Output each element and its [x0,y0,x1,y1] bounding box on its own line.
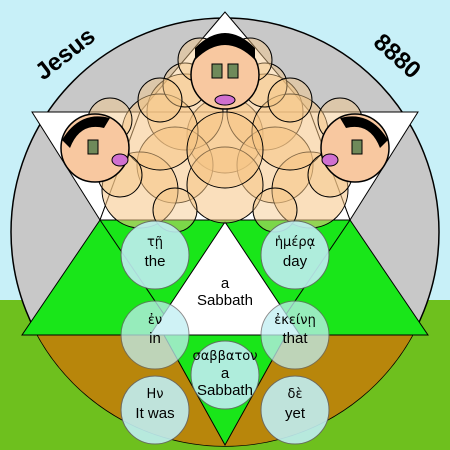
face-right-hair [340,116,388,148]
center-white-triangle [149,221,301,336]
english-day: day [283,253,308,270]
word-circle-that [260,300,330,370]
word-circle-yet [260,375,330,445]
english-a-top: a [221,275,230,292]
word-circle-day [260,220,330,290]
face-left [60,113,130,183]
greek-en-was: Ην [146,387,163,402]
face-left-mouth [111,153,129,167]
english-sabbath-top: Sabbath [197,292,253,309]
petal-group [87,37,363,233]
english-in: in [149,330,161,347]
english-that: that [282,330,308,347]
word-circle-the [120,220,190,290]
english-a-center: a [221,365,230,382]
face-top [190,33,260,110]
word-circle-sabbath-center [190,340,260,410]
word-circle-it-was [120,375,190,445]
english-sabbath-center: Sabbath [197,382,253,399]
face-right [320,113,390,183]
greek-ekeine: ἐκείνῃ [274,313,316,328]
greek-hemera: ἡμέρᾳ [275,235,315,250]
english-the: the [145,253,166,270]
face-top-eye-left [211,63,223,79]
face-left-hair [62,116,110,148]
greek-te: τῇ [147,235,163,250]
petal-rim-circle [267,77,313,123]
word-circles [120,220,330,445]
face-top-hair [195,33,255,60]
petal-circle [186,111,264,189]
word-circle-in [120,300,190,370]
english-it-was: It was [135,405,174,422]
face-left-eye [87,139,99,155]
greek-sabbaton: σαββατον [192,349,257,364]
petal-rim-circle [137,77,183,123]
greek-en: ἐν [148,313,162,328]
english-yet: yet [285,405,306,422]
greek-de: δὲ [288,387,303,402]
face-right-mouth [321,153,339,167]
face-top-eye-right [227,63,239,79]
face-top-mouth [214,94,236,106]
face-right-eye [351,139,363,155]
